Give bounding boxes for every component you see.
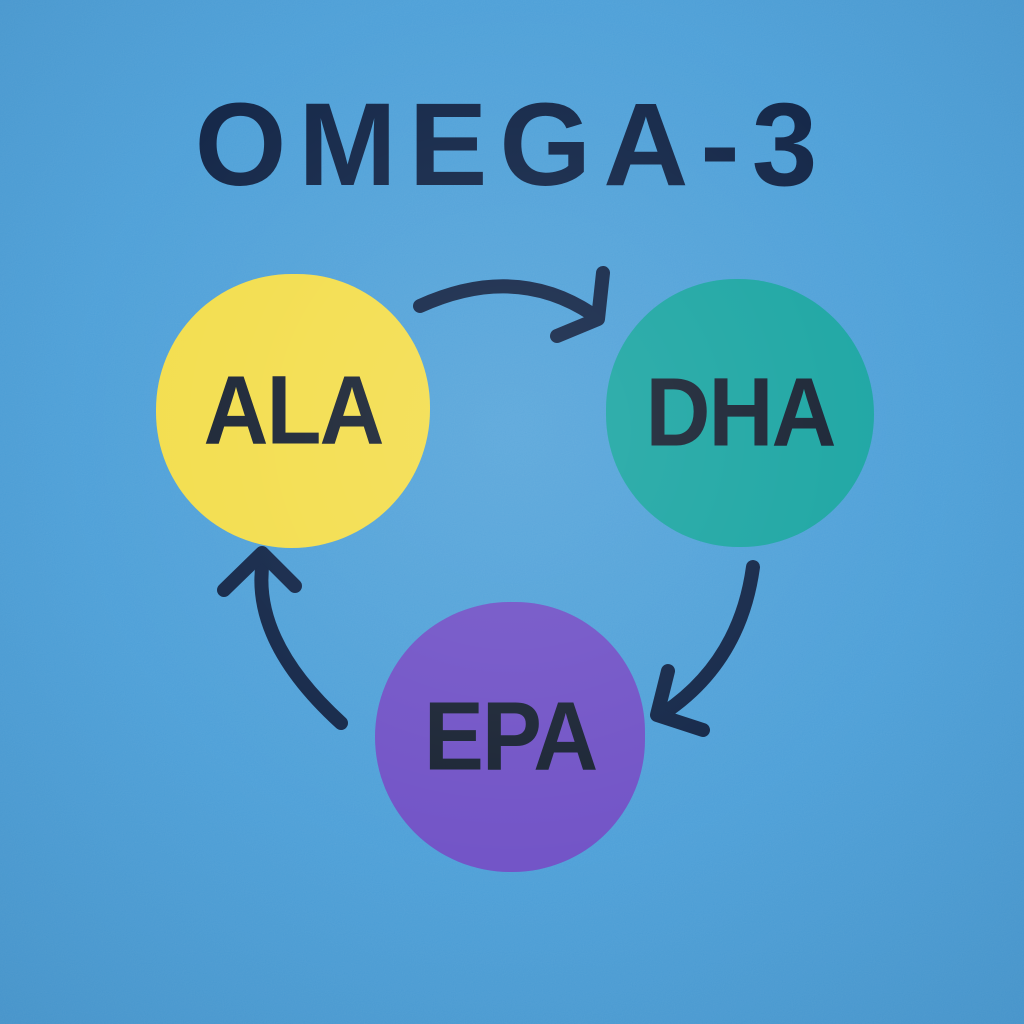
node-ala: ALA [156, 274, 430, 548]
node-dha: DHA [606, 279, 874, 547]
node-ala-label: ALA [203, 357, 385, 465]
arrow-epa-to-ala-icon [217, 546, 348, 730]
node-epa-label: EPA [423, 683, 598, 791]
arrow-dha-to-epa-icon [650, 560, 760, 737]
node-dha-label: DHA [645, 359, 837, 467]
arrow-ala-to-dha-icon [413, 266, 610, 343]
page-title: OMEGA-3 [194, 79, 830, 211]
node-epa: EPA [375, 602, 645, 872]
